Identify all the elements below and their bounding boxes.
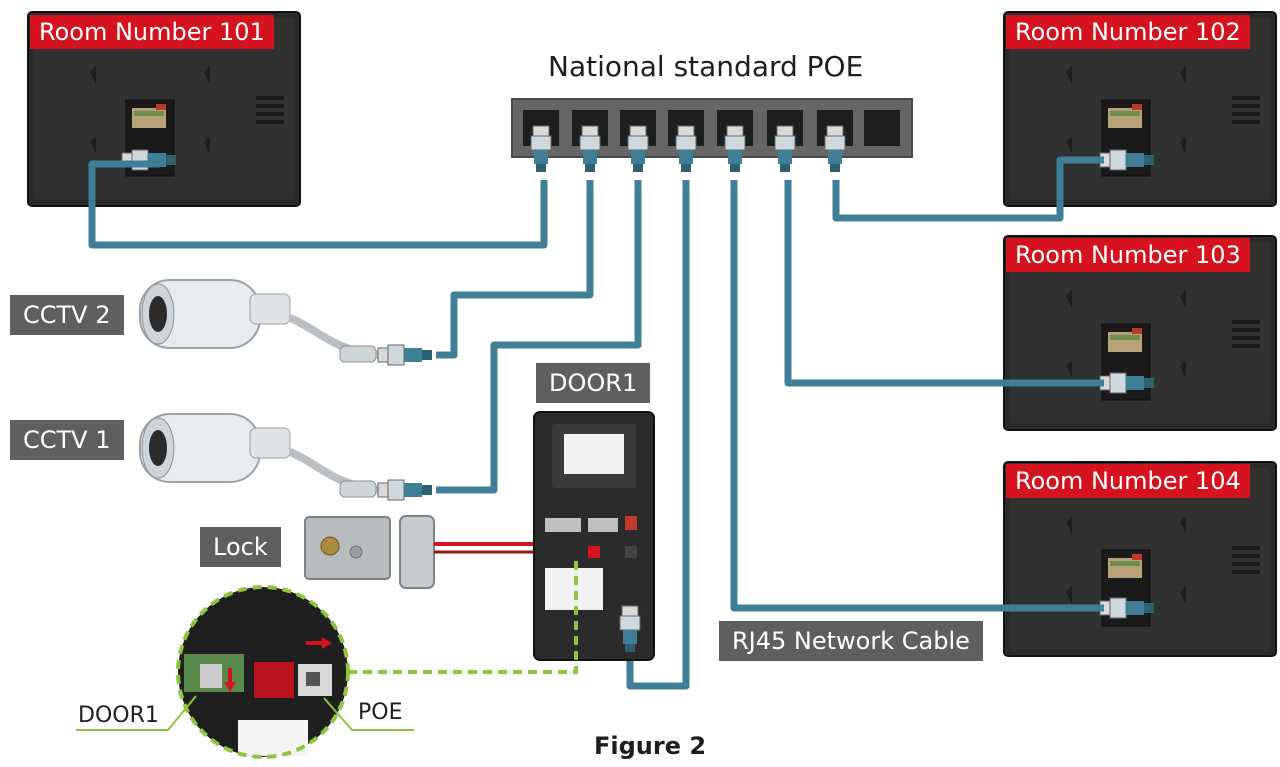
cable-cctv-2	[436, 180, 594, 359]
figure-caption: Figure 2	[594, 732, 707, 760]
room-101-label: Room Number 101	[30, 15, 274, 49]
room-104-label: Room Number 104	[1006, 464, 1250, 498]
electric-lock	[304, 515, 435, 589]
cable-room-103	[784, 180, 1104, 387]
inset-leader-dashed	[348, 556, 578, 674]
poe-switch	[511, 98, 913, 173]
cctv-1-label: CCTV 1	[10, 420, 124, 460]
lock-label: Lock	[200, 527, 281, 567]
door-station	[533, 411, 655, 661]
room-102-label: Room Number 102	[1006, 15, 1250, 49]
cable-door-1	[626, 180, 690, 690]
door1-callout-line	[76, 695, 197, 731]
inset-poe-label: POE	[358, 700, 403, 725]
cable-cctv-1	[436, 180, 642, 494]
ethernet-cables	[88, 156, 1104, 690]
cable-room-104	[730, 180, 1104, 612]
room-103-label: Room Number 103	[1006, 238, 1250, 272]
cctv-2-camera	[139, 279, 433, 366]
cable-room-102	[832, 156, 1104, 222]
cable-room-101	[88, 160, 548, 249]
door1-label: DOOR1	[536, 363, 651, 403]
cctv-1-camera	[139, 413, 433, 501]
cctv-2-label: CCTV 2	[10, 295, 124, 335]
poe-switch-title: National standard POE	[548, 50, 864, 83]
poe-callout-line	[323, 697, 414, 731]
rj45-cable-label: RJ45 Network Cable	[719, 621, 983, 661]
inset-detail	[176, 585, 350, 759]
inset-door1-label: DOOR1	[78, 703, 159, 728]
